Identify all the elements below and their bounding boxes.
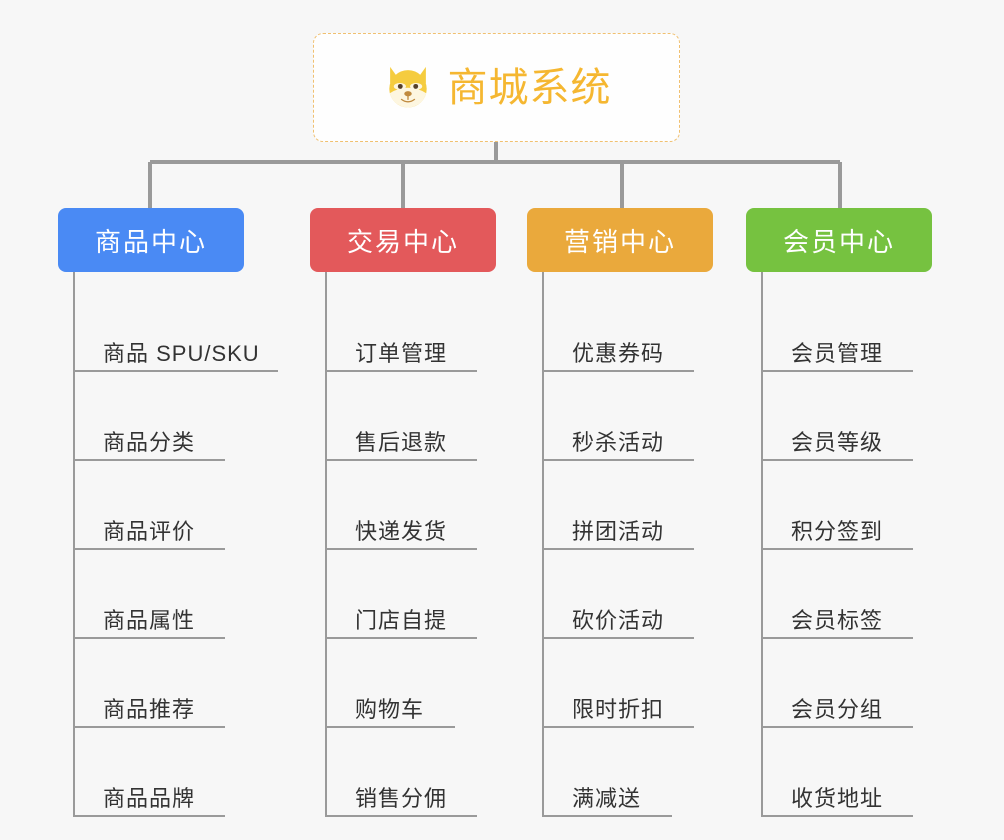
leaf-item[interactable]: 会员等级: [761, 399, 913, 461]
branch-header-2[interactable]: 交易中心: [310, 208, 496, 272]
leaf-label: 售后退款: [355, 429, 448, 455]
leaf-label: 会员分组: [791, 696, 884, 722]
leaf-item[interactable]: 会员管理: [761, 310, 913, 372]
leaf-item[interactable]: 砍价活动: [542, 577, 694, 639]
leaf-label: 门店自提: [355, 607, 448, 633]
branch-header-3[interactable]: 营销中心: [527, 208, 713, 272]
leaf-item[interactable]: 门店自提: [325, 577, 477, 639]
leaf-item[interactable]: 会员分组: [761, 666, 913, 728]
leaf-label: 购物车: [355, 696, 425, 722]
leaf-label: 商品属性: [103, 607, 196, 633]
leaf-item[interactable]: 会员标签: [761, 577, 913, 639]
branch-column-3: 营销中心 优惠券码 秒杀活动 拼团活动 砍价活动 限时折扣 满减送: [527, 208, 713, 840]
leaf-label: 限时折扣: [572, 696, 665, 722]
branch-spine: [761, 272, 763, 817]
tree-connector: [148, 142, 842, 210]
branch-column-4: 会员中心 会员管理 会员等级 积分签到 会员标签 会员分组 收货地址: [746, 208, 932, 840]
leaf-label: 商品分类: [103, 429, 196, 455]
branch-spine: [73, 272, 75, 817]
leaf-item[interactable]: 售后退款: [325, 399, 477, 461]
branch-items-2: 订单管理 售后退款 快递发货 门店自提 购物车 销售分佣: [310, 272, 496, 840]
leaf-label: 优惠券码: [572, 340, 665, 366]
leaf-item[interactable]: 满减送: [542, 755, 672, 817]
leaf-item[interactable]: 快递发货: [325, 488, 477, 550]
branch-header-label: 交易中心: [346, 226, 459, 257]
branch-spine: [325, 272, 327, 817]
leaf-label: 商品推荐: [103, 696, 196, 722]
leaf-label: 收货地址: [791, 785, 884, 811]
leaf-item[interactable]: 商品属性: [73, 577, 225, 639]
leaf-label: 秒杀活动: [572, 429, 665, 455]
leaf-label: 砍价活动: [572, 607, 665, 633]
branch-items-3: 优惠券码 秒杀活动 拼团活动 砍价活动 限时折扣 满减送: [527, 272, 713, 840]
branch-items-4: 会员管理 会员等级 积分签到 会员标签 会员分组 收货地址: [746, 272, 932, 840]
branch-items-1: 商品 SPU/SKU 商品分类 商品评价 商品属性 商品推荐 商品品牌: [58, 272, 278, 840]
branch-spine: [542, 272, 544, 817]
leaf-item[interactable]: 商品推荐: [73, 666, 225, 728]
branch-column-1: 商品中心 商品 SPU/SKU 商品分类 商品评价 商品属性 商品推荐 商品品牌: [58, 208, 278, 840]
leaf-label: 商品品牌: [103, 785, 196, 811]
root-title: 商城系统: [447, 65, 612, 110]
branch-column-2: 交易中心 订单管理 售后退款 快递发货 门店自提 购物车 销售分佣: [310, 208, 496, 840]
leaf-label: 订单管理: [355, 340, 448, 366]
leaf-item[interactable]: 购物车: [325, 666, 455, 728]
shiba-dog-icon: [388, 66, 427, 110]
branch-header-label: 会员中心: [782, 226, 895, 257]
leaf-item[interactable]: 商品 SPU/SKU: [73, 310, 278, 372]
leaf-item[interactable]: 秒杀活动: [542, 399, 694, 461]
leaf-label: 商品评价: [103, 518, 196, 544]
root-node[interactable]: 商城系统: [313, 33, 680, 142]
leaf-item[interactable]: 收货地址: [761, 755, 913, 817]
leaf-item[interactable]: 限时折扣: [542, 666, 694, 728]
branch-header-1[interactable]: 商品中心: [58, 208, 244, 272]
leaf-item[interactable]: 商品评价: [73, 488, 225, 550]
leaf-label: 拼团活动: [572, 518, 665, 544]
branch-header-4[interactable]: 会员中心: [746, 208, 932, 272]
branch-header-label: 营销中心: [563, 226, 676, 257]
leaf-label: 积分签到: [791, 518, 884, 544]
leaf-label: 快递发货: [355, 518, 448, 544]
leaf-item[interactable]: 商品分类: [73, 399, 225, 461]
leaf-item[interactable]: 销售分佣: [325, 755, 477, 817]
leaf-label: 满减送: [572, 785, 642, 811]
leaf-item[interactable]: 拼团活动: [542, 488, 694, 550]
leaf-label: 会员标签: [791, 607, 884, 633]
leaf-item[interactable]: 优惠券码: [542, 310, 694, 372]
leaf-item[interactable]: 积分签到: [761, 488, 913, 550]
leaf-item[interactable]: 商品品牌: [73, 755, 225, 817]
branch-header-label: 商品中心: [94, 226, 207, 257]
leaf-label: 会员管理: [791, 340, 884, 366]
leaf-label: 会员等级: [791, 429, 884, 455]
leaf-label: 商品 SPU/SKU: [103, 340, 260, 366]
leaf-item[interactable]: 订单管理: [325, 310, 477, 372]
leaf-label: 销售分佣: [355, 785, 448, 811]
